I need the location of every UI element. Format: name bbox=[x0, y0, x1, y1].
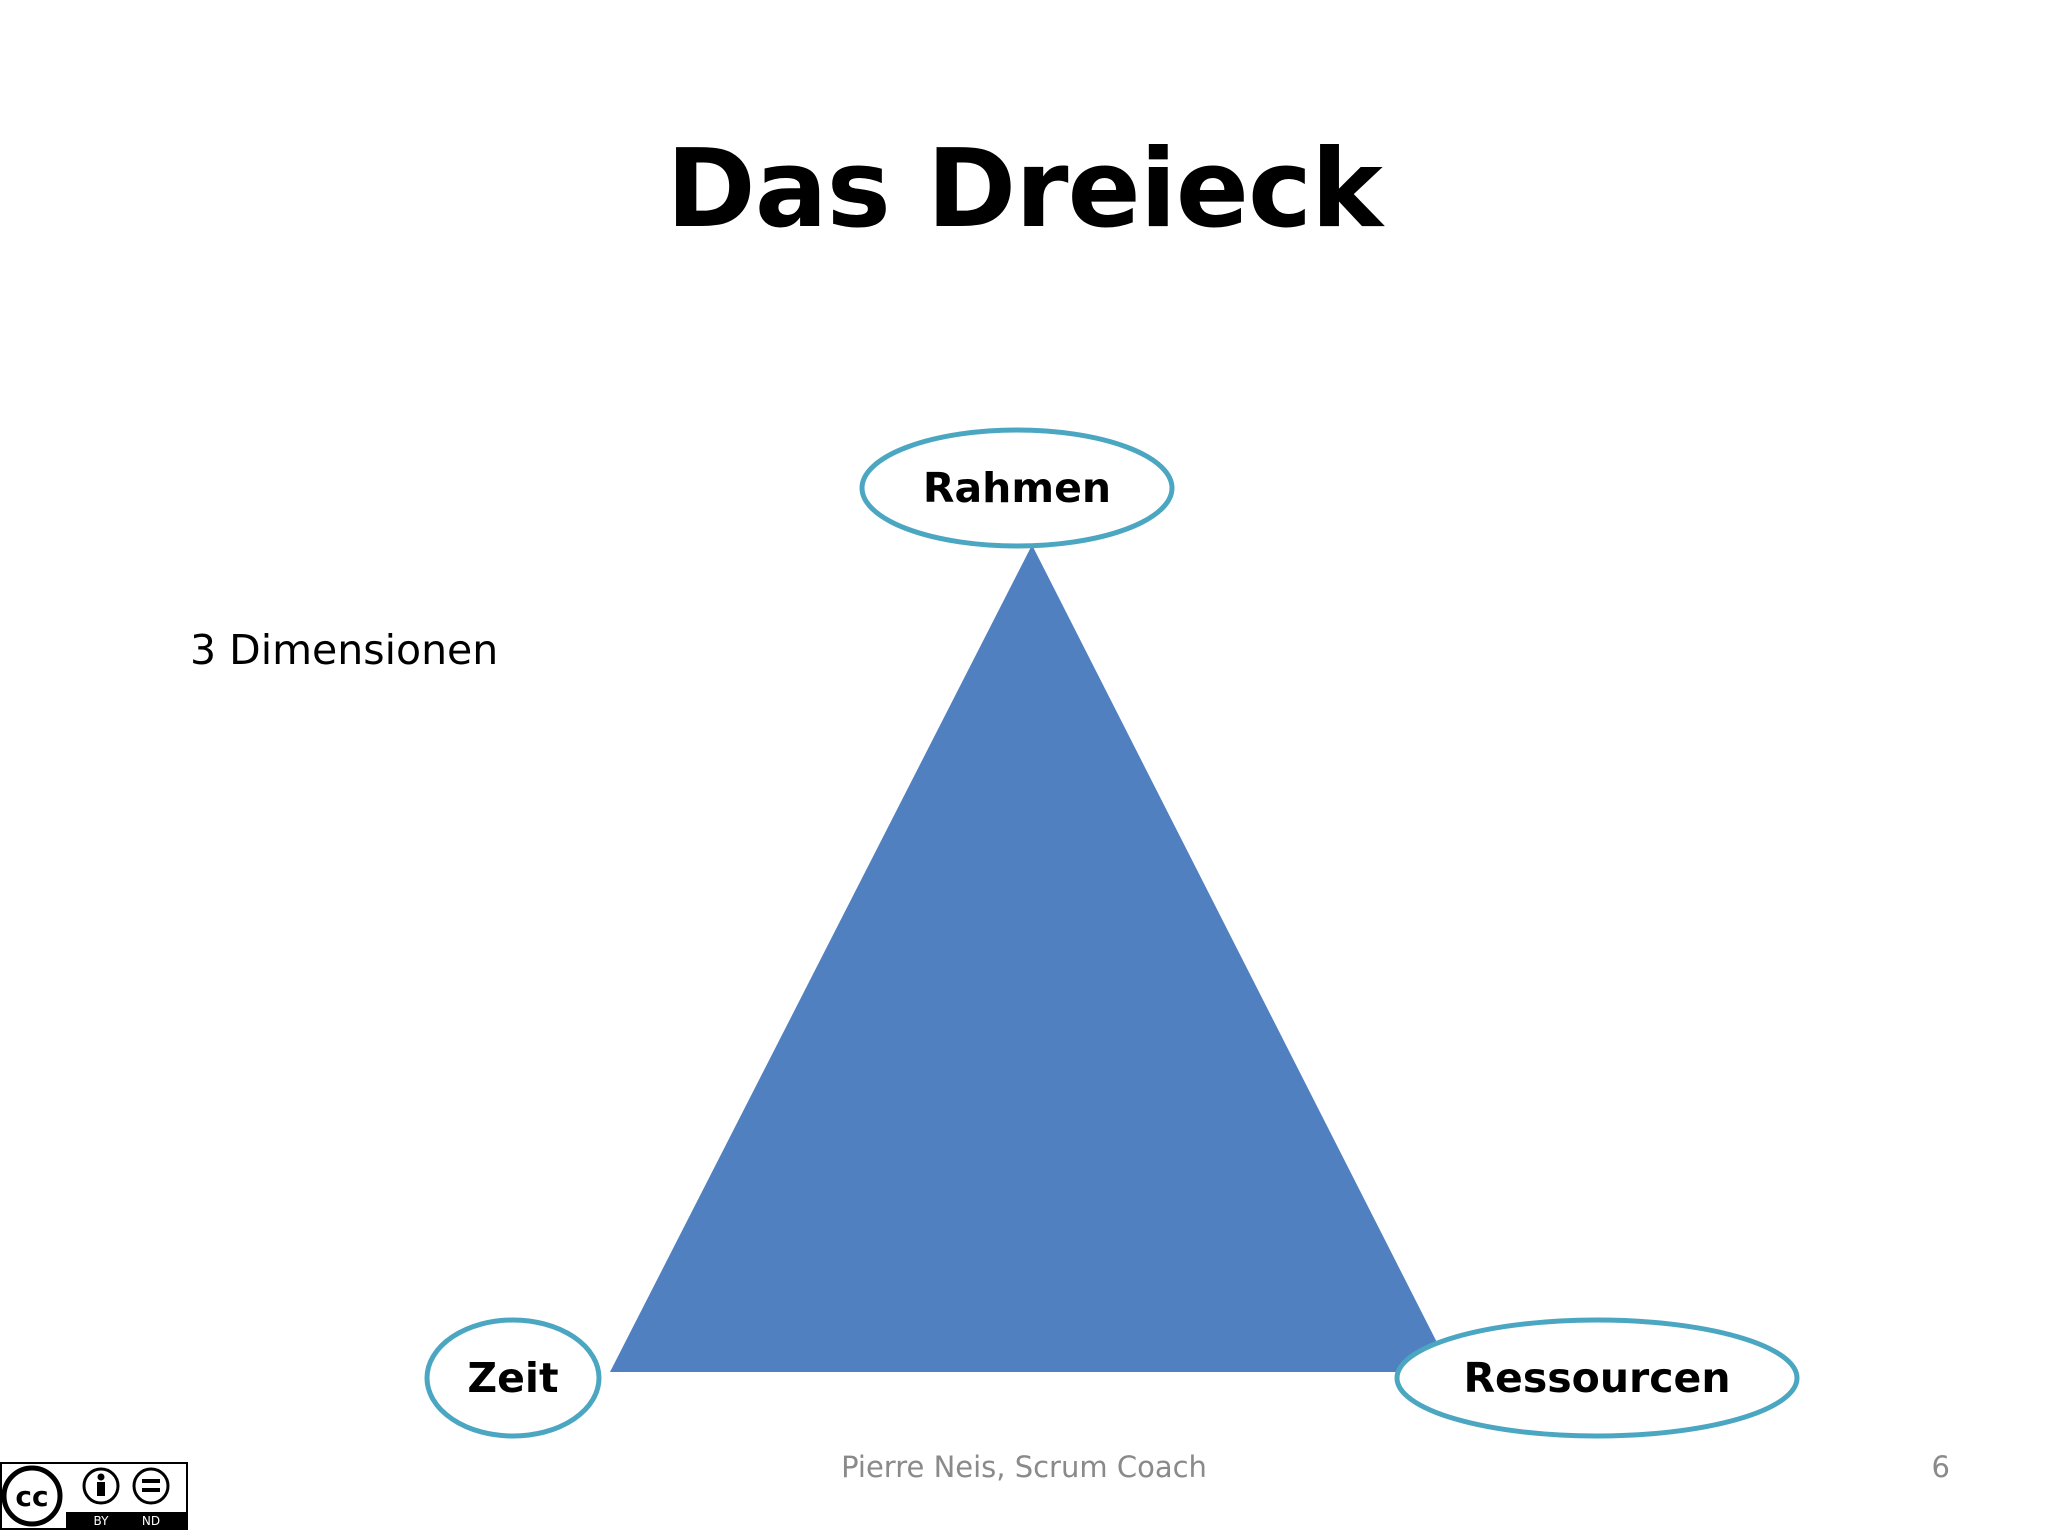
node-ellipse-left bbox=[424, 1317, 602, 1439]
creative-commons-by-nd-icon: cc BY ND bbox=[0, 1462, 188, 1530]
svg-text:cc: cc bbox=[15, 1480, 48, 1513]
node-ellipse-right bbox=[1394, 1317, 1800, 1439]
node-label-rahmen: Rahmen bbox=[922, 464, 1112, 512]
node-ellipse-top bbox=[859, 427, 1175, 549]
body-text: 3 Dimensionen bbox=[190, 626, 499, 674]
slide-title: Das Dreieck bbox=[666, 127, 1383, 252]
cc-label-nd: ND bbox=[142, 1514, 160, 1528]
node-label-zeit: Zeit bbox=[467, 1354, 559, 1402]
page-number: 6 bbox=[1931, 1450, 1950, 1484]
cc-label-by: BY bbox=[94, 1514, 110, 1528]
node-label-ressourcen: Ressourcen bbox=[1463, 1354, 1731, 1402]
triangle-shape bbox=[610, 545, 1452, 1372]
footer-author: Pierre Neis, Scrum Coach bbox=[841, 1450, 1207, 1484]
